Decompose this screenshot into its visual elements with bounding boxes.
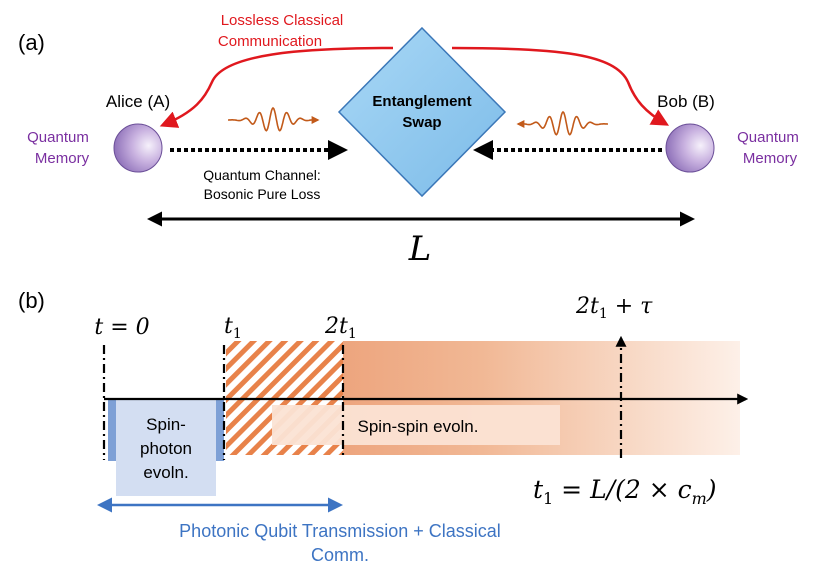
spin-photon-label-2: photon [140, 439, 192, 458]
entanglement-swap-diamond [337, 26, 507, 198]
alice-memory-sphere [113, 123, 163, 173]
spin-photon-label-1: Spin- [146, 415, 186, 434]
classical-comm-arc-right [451, 46, 670, 126]
alice-memory-label-2: Memory [35, 150, 90, 167]
distance-label: L [408, 229, 432, 269]
panel-b-label: (b) [18, 288, 45, 313]
alice-label: Alice (A) [106, 92, 170, 111]
alice-memory-label-1: Quantum [27, 129, 89, 146]
transmission-label-2: Comm. [311, 545, 369, 565]
classical-comm-label-1: Lossless Classical [221, 12, 344, 29]
quantum-channel-label-2: Bosonic Pure Loss [204, 186, 321, 202]
spin-photon-left-bar [108, 399, 116, 461]
bob-memory-label-2: Memory [743, 150, 798, 167]
classical-comm-label-2: Communication [218, 33, 322, 50]
spin-photon-label-3: evoln. [143, 463, 188, 482]
t0-label: t = 0 [94, 315, 149, 340]
panel-a-label: (a) [18, 30, 45, 55]
bob-label: Bob (B) [657, 92, 715, 111]
swap-label-1: Entanglement [372, 93, 471, 110]
photon-wave-packet-right [516, 110, 608, 136]
bob-memory-sphere [665, 123, 715, 173]
spin-spin-box [272, 405, 560, 445]
spin-photon-right-bar [216, 399, 224, 461]
quantum-channel-label-1: Quantum Channel: [203, 167, 321, 183]
swap-label-2: Swap [402, 114, 441, 131]
spin-spin-label: Spin-spin evoln. [358, 417, 479, 436]
t1-label: t1 [224, 314, 242, 342]
classical-comm-arc-left [159, 46, 394, 128]
spin-photon-box [116, 399, 216, 496]
2t1-tau-label: 2t1 + τ [575, 294, 653, 322]
bob-memory-label-1: Quantum [737, 129, 799, 146]
photon-wave-packet-left [228, 106, 320, 132]
transmission-label-1: Photonic Qubit Transmission + Classical [179, 521, 501, 541]
t1-formula: t1 = L/(2 × cm) [533, 475, 717, 508]
2t1-label: 2t1 [324, 314, 357, 342]
